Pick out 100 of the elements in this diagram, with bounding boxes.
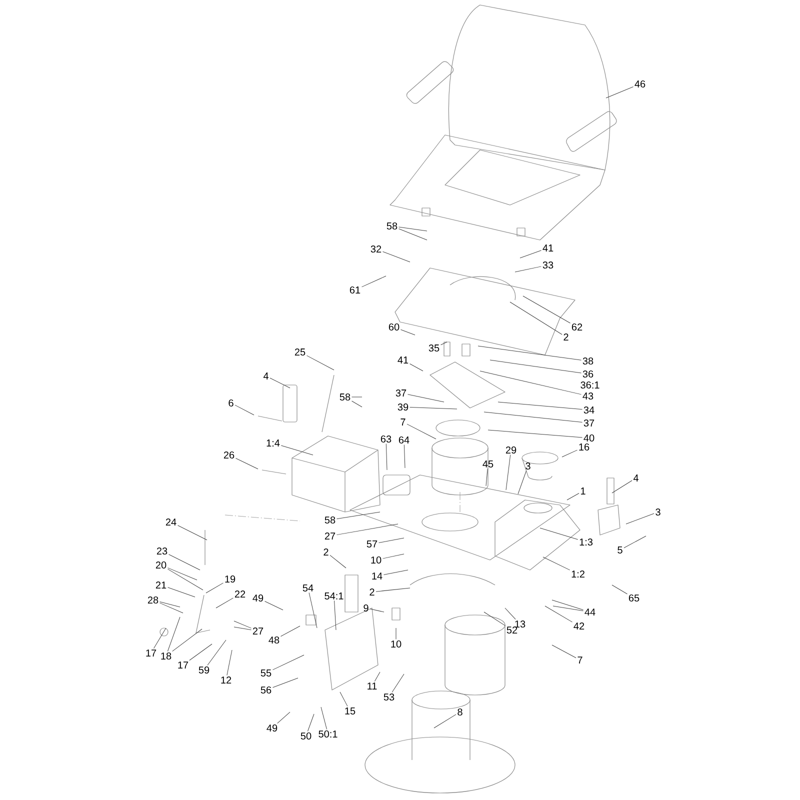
leader-line [542, 556, 570, 570]
leader-line [160, 602, 184, 614]
leader-line [398, 228, 428, 240]
leader-line [178, 525, 208, 540]
callout-number: 50:1 [318, 730, 338, 738]
callout-number: 58 [386, 222, 398, 230]
leader-line [334, 600, 336, 630]
leader-line [376, 588, 410, 592]
leader-line [518, 470, 527, 494]
callout-number: 63 [380, 435, 392, 443]
callout-number: 17 [146, 650, 156, 656]
callout-number: 41 [398, 356, 408, 364]
callout-number: 22 [234, 590, 246, 598]
callout-number: 1:4 [266, 440, 280, 446]
callout-number: 25 [294, 348, 306, 356]
callout-number: 49 [252, 594, 264, 602]
callout-number: 53 [384, 693, 394, 701]
leader-line [280, 445, 314, 456]
callout-number: 3 [656, 508, 660, 516]
callout-number: 26 [224, 451, 234, 459]
leader-line [490, 360, 582, 374]
leader-line [234, 404, 254, 416]
callout-number: 1 [581, 488, 586, 494]
leader-line [510, 302, 562, 335]
callout-number: 46 [634, 80, 646, 88]
leader-line [280, 626, 300, 637]
leader-line [172, 628, 202, 652]
leader-line [544, 606, 572, 622]
leader-line [277, 712, 290, 724]
callout-number: 55 [260, 670, 272, 676]
leader-line [552, 600, 584, 610]
leader-line [352, 400, 362, 408]
callout-number: 49 [266, 724, 278, 732]
callout-number: 23 [156, 547, 168, 555]
callout-number: 42 [574, 622, 584, 630]
leader-line [207, 640, 226, 666]
callout-number: 27 [324, 532, 336, 540]
leader-line [308, 592, 318, 628]
callout-number: 24 [166, 518, 176, 526]
callout-number: 65 [628, 594, 640, 602]
leader-line [206, 582, 224, 594]
leader-line [168, 587, 196, 598]
leader-line [434, 714, 456, 728]
leader-line [374, 672, 380, 682]
leader-line [406, 424, 436, 440]
leader-line [410, 407, 458, 410]
leader-line [330, 554, 346, 568]
leader-line [378, 538, 404, 543]
callout-number: 57 [366, 540, 378, 548]
callout-number: 38 [582, 357, 594, 365]
leader-line [626, 513, 654, 524]
leader-line [506, 454, 511, 490]
callout-number: 2 [324, 548, 328, 556]
leader-line [160, 602, 180, 608]
leader-line [400, 329, 416, 336]
callout-number: 52 [506, 626, 518, 634]
leader-line [189, 644, 212, 661]
leader-line [320, 706, 328, 730]
callout-number: 60 [388, 323, 400, 331]
leader-line [498, 402, 582, 410]
leader-line [440, 342, 448, 346]
callout-number: 5 [618, 546, 622, 554]
leader-line [398, 226, 428, 232]
leader-line [168, 568, 204, 590]
leader-line [272, 678, 298, 688]
callout-number: 17 [178, 662, 188, 668]
leader-line [624, 536, 646, 548]
callout-number: 39 [398, 403, 408, 411]
leader-line [226, 650, 232, 676]
callout-number: 29 [506, 446, 516, 454]
leader-line [168, 568, 198, 580]
leader-line [382, 251, 410, 262]
leader-line [307, 714, 314, 732]
leader-line [552, 644, 576, 658]
leader-line [522, 296, 570, 324]
leader-line [566, 493, 580, 500]
callout-number: 1:2 [572, 570, 584, 578]
leader-line [382, 554, 404, 559]
callout-number: 7 [578, 656, 582, 664]
callout-number: 64 [398, 436, 410, 444]
leader-line [234, 620, 252, 628]
callout-number: 18 [161, 652, 172, 660]
leader-line [264, 601, 284, 610]
callout-number: 27 [252, 628, 264, 634]
leader-line [272, 654, 304, 670]
leader-line [386, 444, 388, 470]
callout-number: 11 [368, 682, 377, 690]
callout-number: 19 [225, 575, 236, 583]
leader-line [486, 468, 488, 486]
callout-number: 62 [572, 323, 582, 331]
callout-number: 20 [156, 561, 166, 569]
leader-line [234, 626, 252, 630]
callout-number: 36:1 [580, 381, 600, 389]
callout-number: 61 [350, 286, 360, 294]
callout-number: 43 [582, 392, 594, 400]
callout-number: 10 [391, 640, 402, 648]
leader-line [340, 692, 348, 707]
callout-number: 50 [300, 732, 312, 740]
callout-number: 1:3 [580, 538, 593, 546]
leader-line [154, 628, 166, 649]
